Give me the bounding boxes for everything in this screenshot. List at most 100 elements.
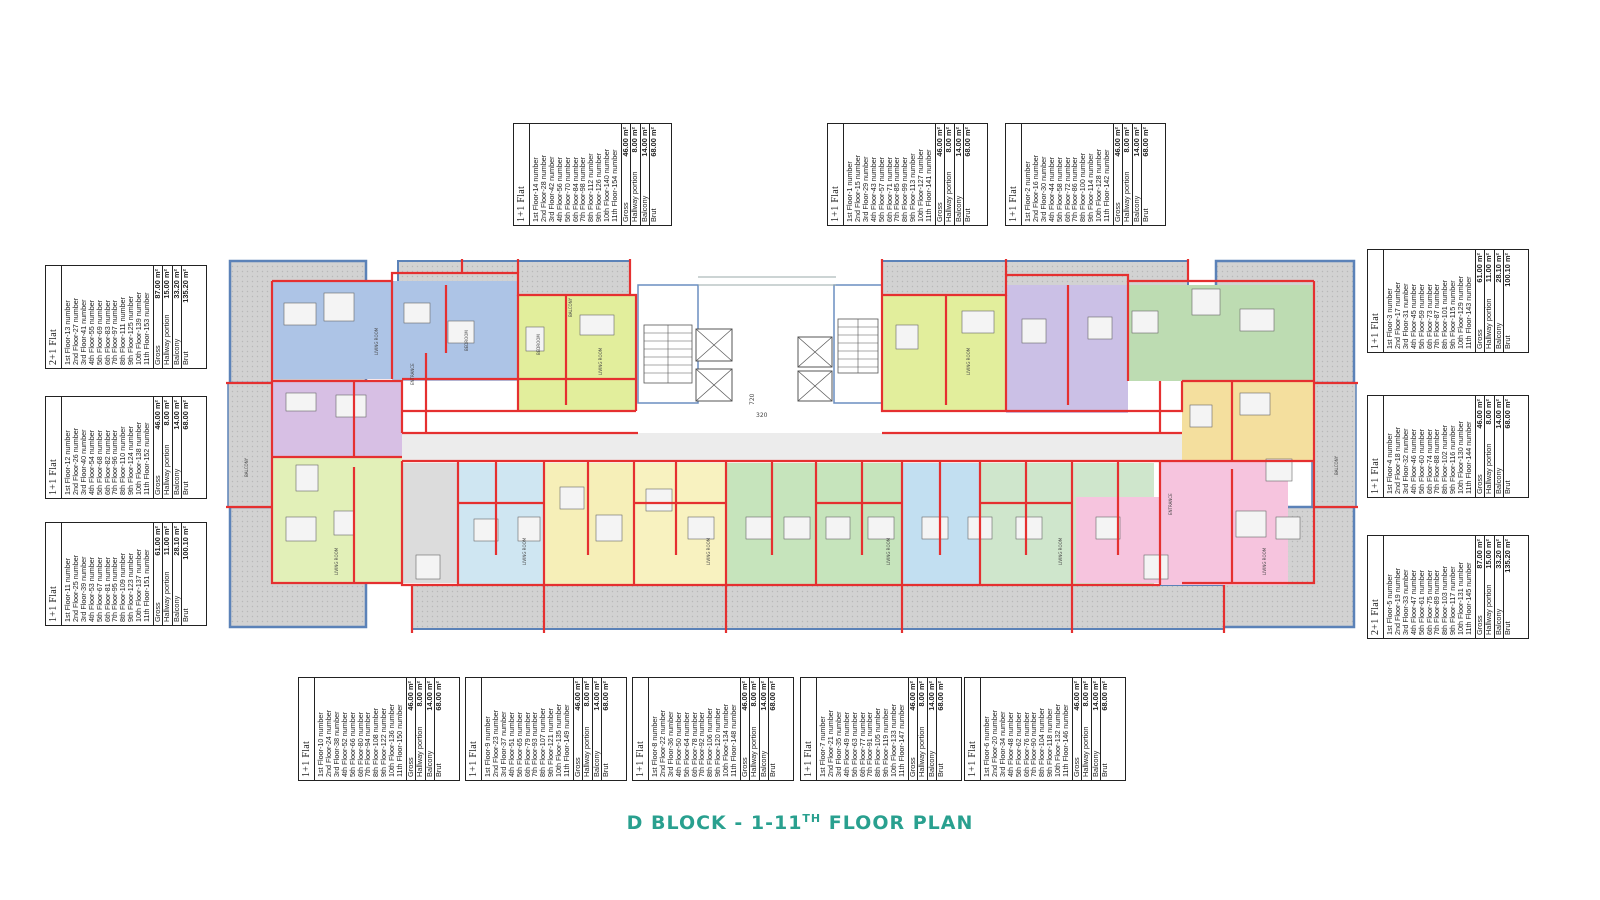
room-label-living: LIVING ROOM [706,537,711,565]
room-label-living: LIVING ROOM [522,537,527,565]
furniture [283,288,1301,580]
room-label-living: LIVING ROOM [334,547,339,575]
corridor [402,433,1182,461]
room-label-living: LIVING ROOM [1262,547,1267,575]
floor-number: 11th Floor-149 number [562,704,572,777]
room-label-bedroom: BEDROOM [464,330,469,351]
flat-type: 2+1 Flat [46,266,62,368]
floor-number: 11th Floor-152 number [142,422,152,495]
floor-number: 11th Floor-142 number [1102,149,1112,222]
flat-type: 1+1 Flat [633,678,649,780]
floor-number: 11th Floor-151 number [142,549,152,622]
flat-type: 1+1 Flat [1368,250,1384,352]
lobby-dimension: 720 [749,393,756,405]
room-label-living: LIVING ROOM [374,327,379,355]
floor-number: 11th Floor-154 number [610,149,620,222]
floor-number: 11th Floor-147 number [897,704,907,777]
room-label-living: LIVING ROOM [598,347,603,375]
room-label-living: LIVING ROOM [1058,537,1063,565]
floor-number: 11th Floor-144 number [1464,421,1474,494]
room-label-living: LIVING ROOM [886,537,891,565]
room-label-balcony: BALCONY [244,457,249,477]
flat-type: 1+1 Flat [514,124,530,225]
flat-type: 1+1 Flat [466,678,482,780]
flat-type: 1+1 Flat [801,678,817,780]
flat-type: 1+1 Flat [299,678,315,780]
flat-type: 1+1 Flat [828,124,844,225]
flat-type: 1+1 Flat [1006,124,1022,225]
room-label-living: LIVING ROOM [966,347,971,375]
floor-plan: LIVING ROOM BEDROOM BEDROOM LIVING ROOM … [226,259,1358,633]
walls [226,259,1358,633]
